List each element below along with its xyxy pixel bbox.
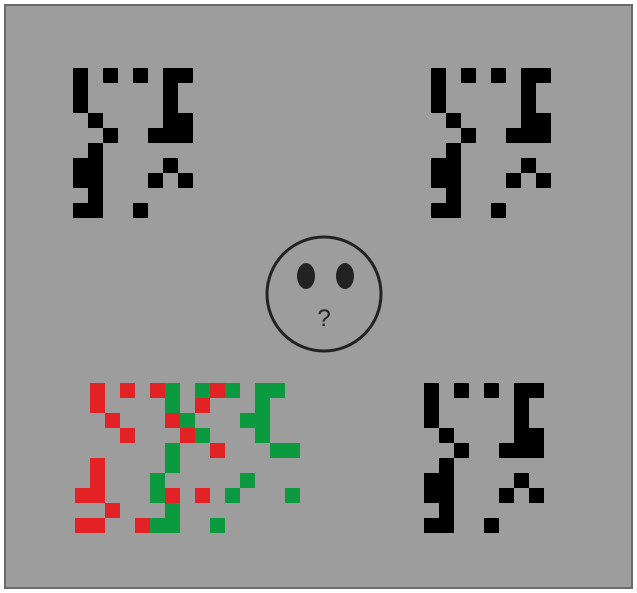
- black-pixel-2: [103, 68, 118, 83]
- black-pixel-3: [491, 68, 506, 83]
- red-pixel-7: [120, 428, 135, 443]
- black-pixel-1: [424, 383, 439, 428]
- black-pixel-8: [163, 98, 178, 128]
- red-pixel-17: [75, 518, 105, 533]
- question-mark: ?: [317, 305, 330, 332]
- green-pixel-11: [165, 443, 180, 473]
- black-pixel-15: [514, 473, 529, 488]
- green-pixel-17: [165, 503, 180, 518]
- black-pixel-17: [529, 488, 544, 503]
- black-pixel-6: [439, 428, 454, 443]
- black-pixel-2: [454, 383, 469, 398]
- right-eye-icon: [336, 263, 354, 289]
- black-pixel-14: [73, 173, 103, 188]
- black-pixel-15: [521, 158, 536, 173]
- black-pixel-17: [536, 173, 551, 188]
- black-pixel-15: [163, 158, 178, 173]
- green-pixel-4: [255, 383, 285, 398]
- red-pixel-12: [75, 488, 105, 503]
- black-pixel-13: [424, 473, 439, 488]
- green-pixel-19: [210, 518, 225, 533]
- green-pixel-12: [150, 473, 165, 488]
- green-pixel-13: [150, 488, 165, 503]
- red-pixel-1: [90, 383, 105, 413]
- black-pixel-8: [521, 98, 536, 128]
- face-outline: [267, 237, 381, 351]
- green-pixel-16: [285, 488, 300, 503]
- black-pixel-20: [133, 203, 148, 218]
- black-pixel-3: [484, 383, 499, 398]
- black-pixel-11: [499, 443, 514, 458]
- black-pixel-2: [461, 68, 476, 83]
- left-eye-icon: [297, 263, 315, 289]
- black-pixel-6: [446, 113, 461, 128]
- black-pixel-12: [439, 458, 454, 488]
- green-pixel-14: [240, 473, 255, 488]
- black-pixel-16: [506, 173, 521, 188]
- black-pixel-4: [521, 68, 551, 83]
- red-pixel-8: [165, 413, 180, 428]
- black-pixel-17: [178, 173, 193, 188]
- green-pixel-6: [180, 413, 195, 428]
- red-pixel-3: [150, 383, 165, 398]
- black-pixel-13: [73, 158, 88, 173]
- black-pixel-16: [148, 173, 163, 188]
- black-pixel-1: [73, 68, 88, 113]
- green-pixel-7: [195, 428, 210, 443]
- green-pixel-18: [150, 518, 180, 533]
- black-pixel-19: [431, 203, 461, 218]
- black-pixel-8: [514, 413, 529, 443]
- black-pixel-4: [163, 68, 193, 83]
- black-pixel-4: [514, 383, 544, 398]
- black-pixel-19: [424, 518, 454, 533]
- green-pixel-15: [225, 488, 240, 503]
- black-pixel-14: [424, 488, 454, 503]
- black-pixel-18: [446, 188, 461, 203]
- black-pixel-11: [506, 128, 521, 143]
- black-pixel-19: [73, 203, 103, 218]
- black-pixel-16: [499, 488, 514, 503]
- black-pixel-9: [529, 428, 544, 443]
- black-pixel-18: [439, 503, 454, 518]
- red-pixel-16: [105, 503, 120, 518]
- black-pixel-10: [514, 443, 544, 458]
- black-pixel-1: [431, 68, 446, 113]
- green-pixel-8: [240, 413, 255, 428]
- black-pixel-20: [491, 203, 506, 218]
- red-pixel-11: [90, 458, 105, 488]
- red-pixel-5: [195, 398, 210, 413]
- black-pixel-7: [461, 128, 476, 143]
- red-pixel-6: [105, 413, 120, 428]
- confused-face-icon: ?: [267, 237, 381, 351]
- green-pixel-3: [225, 383, 240, 398]
- black-pixel-10: [163, 128, 193, 143]
- black-pixel-14: [431, 173, 461, 188]
- black-pixel-7: [103, 128, 118, 143]
- black-pixel-12: [446, 143, 461, 173]
- black-pixel-11: [148, 128, 163, 143]
- black-pixel-7: [454, 443, 469, 458]
- red-pixel-13: [165, 488, 180, 503]
- red-pixel-10: [210, 443, 225, 458]
- black-pixel-13: [431, 158, 446, 173]
- green-pixel-9: [255, 428, 270, 443]
- black-pixel-3: [133, 68, 148, 83]
- green-pixel-2: [195, 383, 210, 398]
- black-pixel-6: [88, 113, 103, 128]
- black-pixel-10: [521, 128, 551, 143]
- green-pixel-1: [165, 383, 180, 413]
- red-pixel-14: [195, 488, 210, 503]
- red-pixel-18: [135, 518, 150, 533]
- black-pixel-9: [178, 113, 193, 128]
- black-pixel-20: [484, 518, 499, 533]
- black-pixel-9: [536, 113, 551, 128]
- green-pixel-5: [255, 398, 270, 428]
- black-pixel-12: [88, 143, 103, 173]
- red-pixel-2: [120, 383, 135, 398]
- green-pixel-10: [270, 443, 300, 458]
- black-pixel-18: [88, 188, 103, 203]
